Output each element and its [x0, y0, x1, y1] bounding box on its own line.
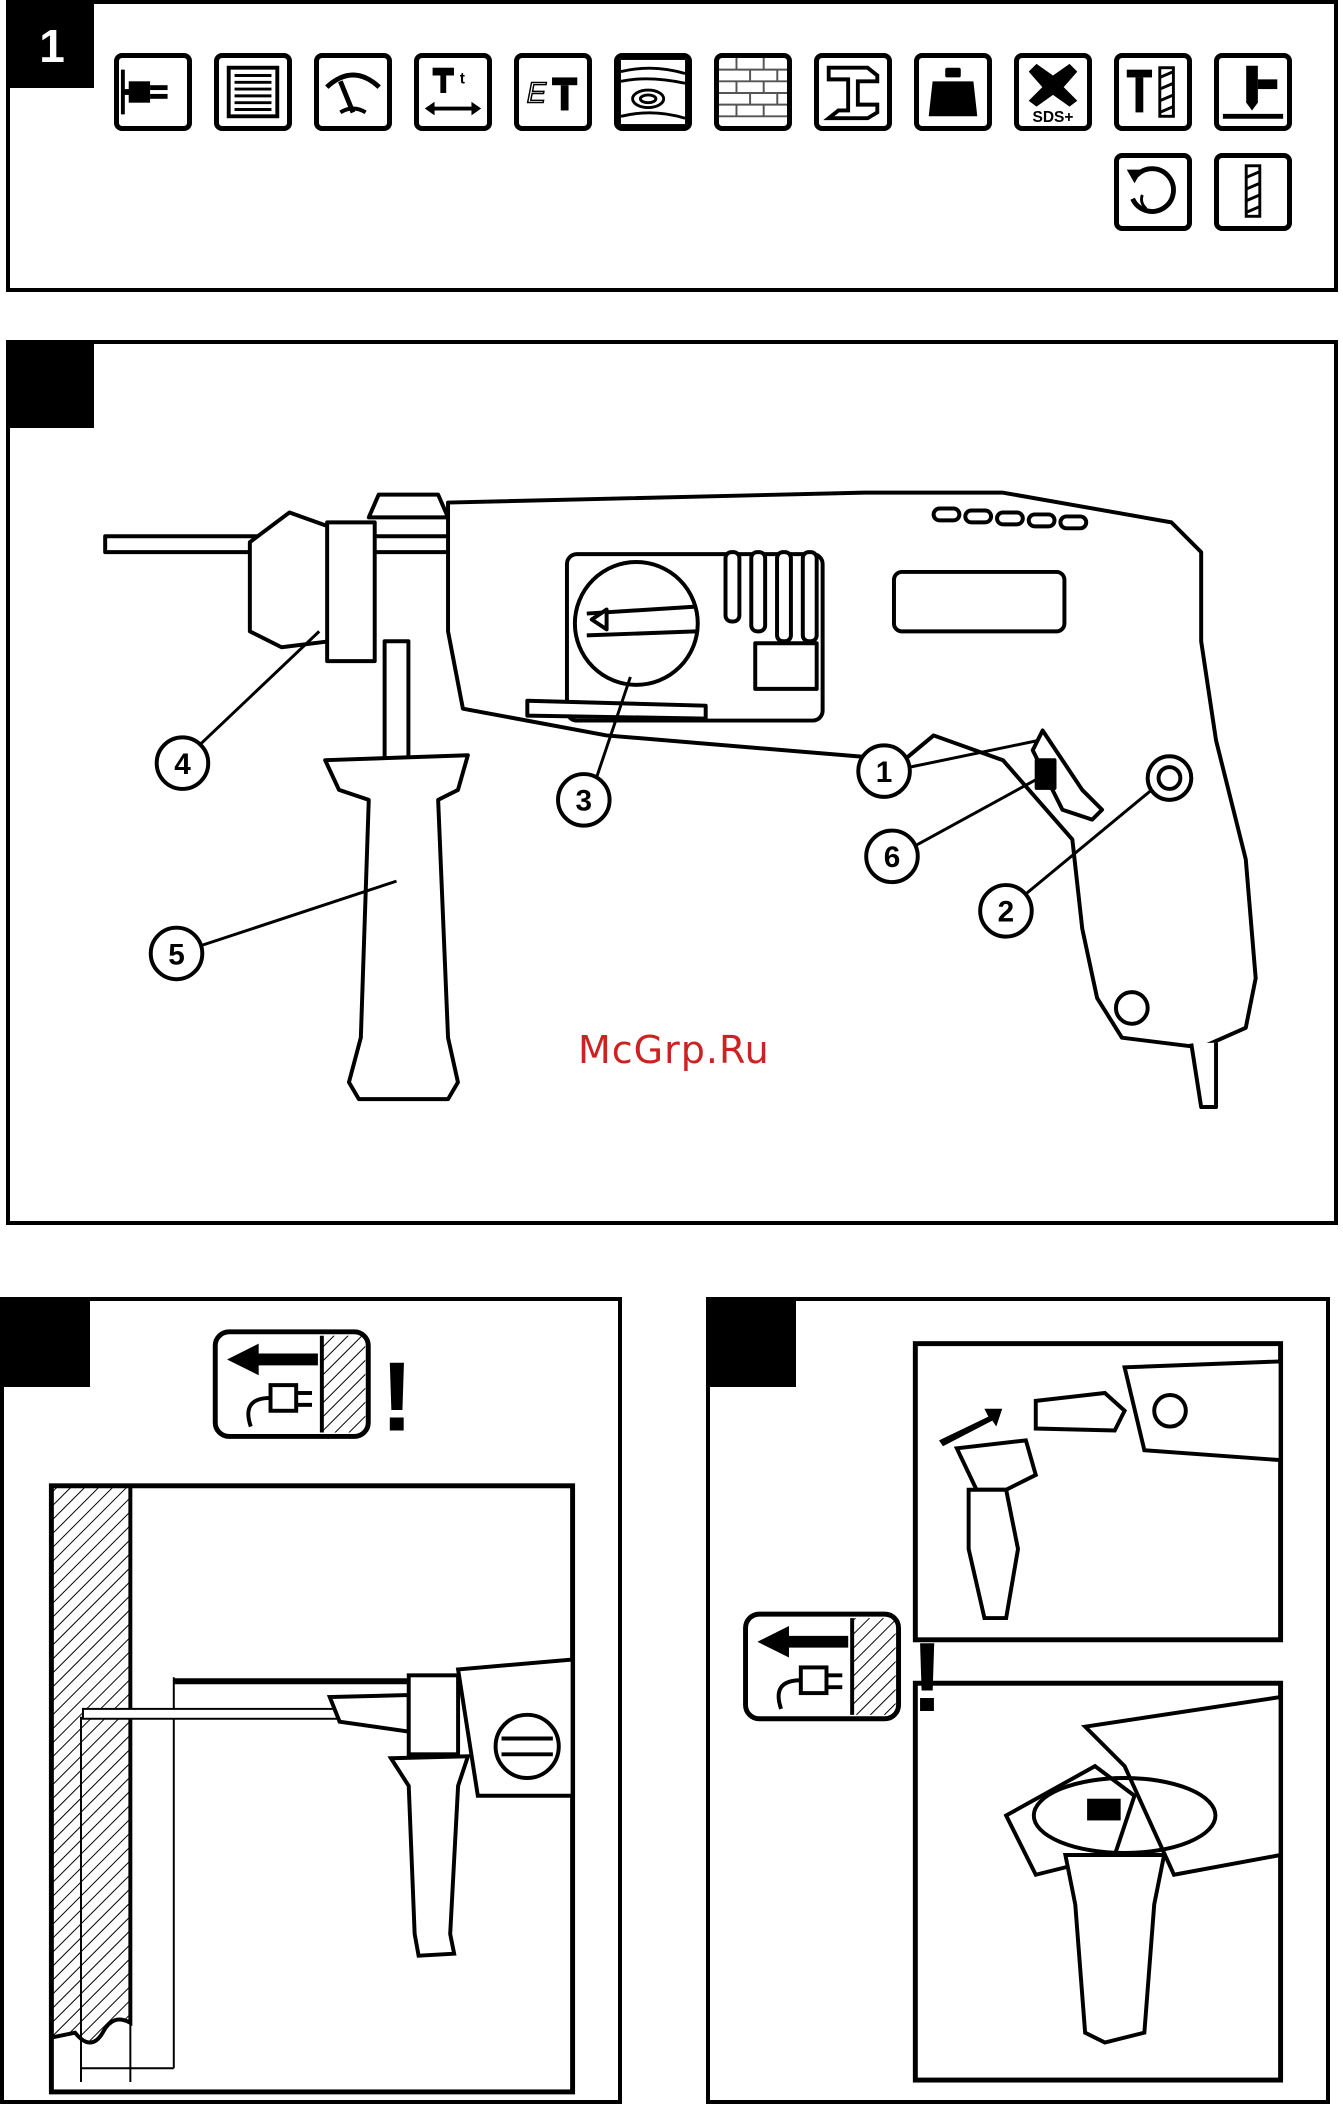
handle-mounting-panel: ! [706, 1297, 1330, 2104]
callout-4-label: 4 [174, 748, 191, 781]
weight-icon [914, 53, 992, 131]
depth-clamp [409, 1675, 458, 1754]
mode-selector-knob [575, 562, 698, 685]
impact-energy-icon: t [414, 53, 492, 131]
warning-exclamation: ! [911, 1622, 944, 1732]
tool-overview-panel: 1 2 3 4 5 6 [6, 340, 1338, 1225]
callout-6-label: 6 [884, 841, 901, 874]
svg-text:t: t [460, 70, 465, 87]
chuck [1036, 1393, 1125, 1431]
callout-2-label: 2 [998, 896, 1015, 929]
drill-mode-icon [1214, 153, 1292, 231]
unplug-warning-icon [215, 1332, 368, 1437]
steel-beam-icon [814, 53, 892, 131]
watermark: McGrp.Ru [578, 1028, 770, 1072]
power-rating-plate-icon [214, 53, 292, 131]
wall-drilling-illustration: ! [4, 1301, 618, 2100]
figure-number: 1 [39, 19, 65, 73]
reverse-rotation-icon [1114, 153, 1192, 231]
figure-number-tab: 1 [10, 4, 94, 88]
unplug-warning-icon [746, 1614, 899, 1719]
sds-plus-label: SDS+ [1032, 109, 1073, 126]
rotary-hammer-illustration: 1 2 3 4 5 6 [10, 344, 1334, 1221]
wall-drilling-panel: ! [0, 1297, 622, 2104]
masonry-icon [714, 53, 792, 131]
chiseling-icon [1214, 53, 1292, 131]
callout-3-label: 3 [576, 785, 593, 818]
handle-mounting-illustration: ! [710, 1301, 1326, 2100]
hammer-drill-mode-icon [1114, 53, 1192, 131]
sds-plus-chuck-icon: SDS+ [1014, 53, 1092, 131]
wood-icon [614, 53, 692, 131]
impact-energy-et-icon: E [514, 53, 592, 131]
drill-bit [83, 1709, 340, 1719]
warning-exclamation: ! [380, 1342, 413, 1452]
tool-front [1125, 1361, 1281, 1460]
symbols-panel: 1 t E SDS+ [6, 0, 1338, 292]
power-cord [1191, 1043, 1216, 1107]
speed-gauge-icon [314, 53, 392, 131]
mains-plug-icon [114, 53, 192, 131]
aux-handle-stem [385, 641, 409, 760]
wall-section [51, 1486, 130, 2043]
callout-1-label: 1 [876, 756, 893, 789]
aux-handle-grip [325, 755, 468, 1099]
collar-tab [1089, 1801, 1119, 1819]
callout-5-label: 5 [168, 938, 185, 971]
svg-text:E: E [527, 78, 547, 110]
